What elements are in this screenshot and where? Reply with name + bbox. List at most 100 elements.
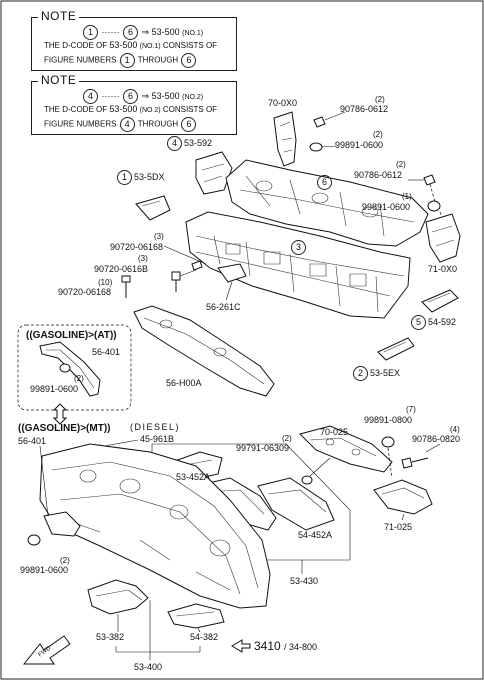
- nut-99891-0600-lower-shape: [27, 534, 41, 546]
- label-53-430[interactable]: 53-430: [290, 576, 319, 586]
- alternate-arrow-shape: [52, 403, 68, 425]
- ref-34-800[interactable]: / 34-800: [284, 642, 318, 652]
- qty-99891-0600-d: (2): [60, 556, 70, 565]
- qty-99891-0600-b: (1): [402, 192, 412, 201]
- note-header: NOTE: [38, 10, 80, 22]
- figure-number-circle: 3: [291, 240, 306, 256]
- bolt-90786-0612-right-shape: [408, 174, 437, 207]
- figure-number-circle: 4: [167, 136, 182, 152]
- bracket-56-261c-shape: [217, 263, 247, 301]
- bolt-90786-0612-shape: [313, 111, 346, 128]
- label-diesel: (DIESEL): [130, 422, 181, 432]
- figure-number-circle: 6: [123, 25, 139, 40]
- note-code: 53-500: [151, 26, 180, 37]
- bracket-53-592-shape: [195, 151, 233, 195]
- label-90720-06168-a[interactable]: 90720-06168: [110, 242, 164, 252]
- figure-number-circle: 1: [119, 53, 135, 68]
- cowl-panel-3-shape: [185, 211, 411, 319]
- label-90786-0612-b[interactable]: 90786-0612: [354, 170, 403, 180]
- qty-90720-06168-a: (3): [154, 232, 164, 241]
- bracket-54-592-shape: [421, 289, 459, 313]
- bracket-53-5ex-shape: [377, 337, 415, 361]
- bracket-70-0x0-shape: [273, 111, 297, 167]
- qty-90720-0616b: (3): [138, 254, 148, 263]
- bracket-53-5dx-shape: [135, 195, 171, 221]
- figure-number-circle: 1: [117, 170, 132, 186]
- label-54-452a[interactable]: 54-452A: [298, 530, 333, 540]
- figure-number-circle: 6: [123, 89, 139, 104]
- figure-number-circle: 4: [119, 117, 135, 132]
- note-code: 53-500: [151, 90, 180, 101]
- qty-90786-0612-b: (2): [396, 160, 406, 169]
- label-56-261c[interactable]: 56-261C: [206, 302, 241, 312]
- figure-number-circle: 4: [83, 89, 98, 104]
- label-99891-0600-b[interactable]: 99891-0600: [362, 202, 411, 212]
- label-90786-0820[interactable]: 90786-0820: [412, 434, 461, 444]
- qty-99791-06309: (2): [282, 434, 292, 443]
- nut-99891-0600-at-shape: [59, 363, 71, 373]
- fwd-arrow-shape: [22, 635, 71, 665]
- label-54-382[interactable]: 54-382: [190, 632, 219, 642]
- figure-number-circle: 1: [83, 25, 98, 40]
- label-70-0x0[interactable]: 70-0X0: [268, 98, 298, 108]
- ref-arrow-3410-shape: [231, 639, 251, 653]
- cowl-panel-6-shape: [225, 159, 429, 247]
- figure-number-circle: 6: [181, 53, 197, 68]
- label-90720-0616b[interactable]: 90720-0616B: [94, 264, 149, 274]
- label-45-961b[interactable]: 45-961B: [140, 434, 175, 444]
- note-header: NOTE: [38, 74, 80, 86]
- label-90786-0612-a[interactable]: 90786-0612: [340, 104, 389, 114]
- label-70-025[interactable]: 70-025: [320, 427, 349, 437]
- bracket-71-0x0-shape: [425, 213, 461, 263]
- panel-54-452a-shape: [257, 477, 335, 531]
- label-gasoline-mt: ((GASOLINE)>(MT)): [18, 423, 111, 434]
- label-99891-0800[interactable]: 99891-0800: [364, 415, 413, 425]
- figure-number-circle: 6: [317, 175, 332, 191]
- qty-90786-0820: (4): [450, 425, 460, 434]
- leader-53-400: [115, 600, 201, 660]
- qty-90720-06168-b: (10): [98, 278, 113, 287]
- ref-3410[interactable]: 3410: [254, 639, 281, 653]
- figure-number-circle: 2: [353, 366, 368, 382]
- label-99791-06309[interactable]: 99791-06309: [236, 443, 290, 453]
- label-53-382[interactable]: 53-382: [96, 632, 125, 642]
- label-53-452a[interactable]: 53-452A: [176, 472, 211, 482]
- bolt-90720-0616b-shape: [171, 269, 197, 292]
- nut-99891-0800-shape: [381, 436, 395, 479]
- dash-panel-53-400-shape: [39, 443, 271, 609]
- label-56-401-at[interactable]: 56-401: [92, 347, 121, 357]
- bolt-90720-06168-b-shape: [121, 275, 131, 298]
- label-figure-6[interactable]: 6: [316, 175, 334, 191]
- label-71-025[interactable]: 71-025: [384, 522, 413, 532]
- note-box-2: NOTE 4 ······ 6 ⇒ 53-500 (NO.2) THE D-CO…: [31, 74, 237, 135]
- bracket-56-401-mt-shape: [39, 445, 81, 537]
- label-56-h00a[interactable]: 56-H00A: [166, 378, 202, 388]
- member-56-h00a-shape: [133, 305, 275, 397]
- label-99891-0600-d[interactable]: 99891-0600: [20, 565, 69, 575]
- note-box-1: NOTE 1 ······ 6 ⇒ 53-500 (NO.1) THE D-CO…: [31, 10, 237, 71]
- label-99891-0600-a[interactable]: 99891-0600: [335, 140, 384, 150]
- label-71-0x0[interactable]: 71-0X0: [428, 264, 458, 274]
- plug-99791-06309-shape: [301, 457, 331, 485]
- label-99891-0600-c[interactable]: 99891-0600: [30, 384, 79, 394]
- figure-number-circle: 5: [411, 315, 426, 331]
- bracket-70-025-shape: [299, 425, 393, 473]
- label-90720-06168-b[interactable]: 90720-06168: [58, 287, 112, 297]
- qty-99891-0600-a: (2): [373, 130, 383, 139]
- label-53-400[interactable]: 53-400: [134, 662, 163, 672]
- qty-99891-0800: (7): [406, 405, 416, 414]
- bolt-90720-06168-a-shape: [163, 245, 207, 271]
- label-figure-3[interactable]: 3: [290, 240, 308, 256]
- bolt-90786-0820-shape: [401, 443, 441, 469]
- label-56-401-mt[interactable]: 56-401: [18, 436, 47, 446]
- insulator-53-382-shape: [87, 579, 149, 632]
- qty-99891-0600-c: (2): [74, 374, 84, 383]
- qty-90786-0612-a: (2): [375, 95, 385, 104]
